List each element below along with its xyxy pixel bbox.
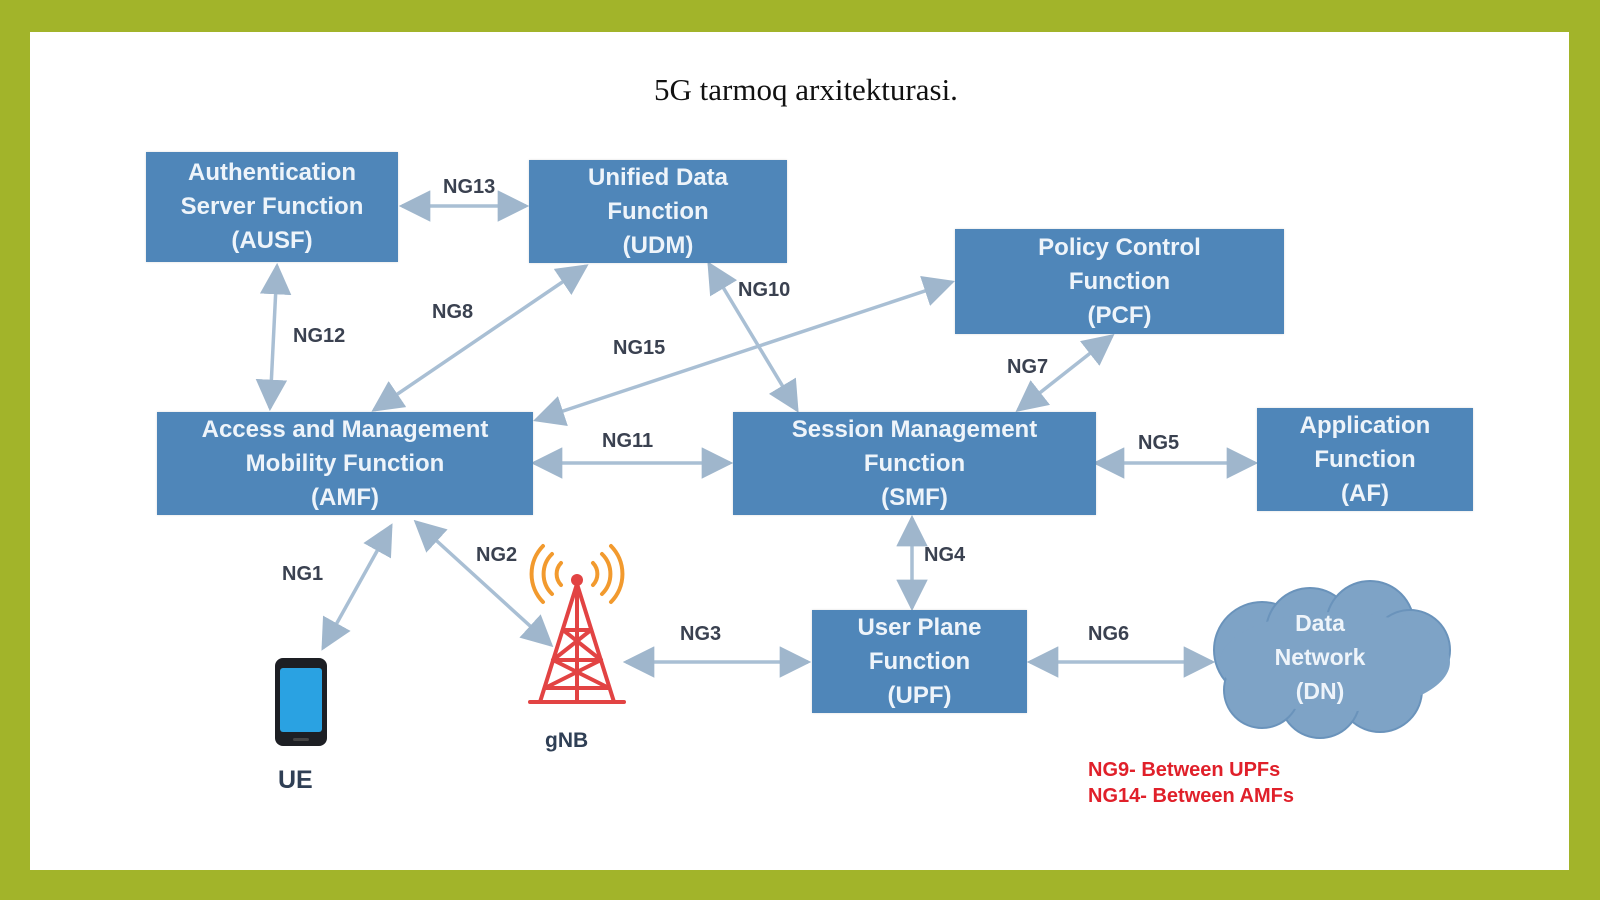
upf-line-1: User Plane (857, 613, 982, 641)
link-ng15 (533, 275, 955, 427)
smf-line-1: Session Management (791, 415, 1038, 443)
udm-line-3: (UDM) (622, 231, 694, 259)
udm-line-2: Function (607, 197, 709, 225)
link-ng7 (1015, 334, 1115, 412)
label-ng8: NG8 (432, 301, 474, 323)
label-ng5: NG5 (1138, 432, 1180, 454)
note-ng9: NG9- Between UPFs (1088, 759, 1281, 781)
page-title: 5G tarmoq arxitekturasi. (654, 72, 958, 107)
ausf-line-3: (AUSF) (231, 227, 313, 254)
label-ng4: NG4 (924, 544, 966, 566)
label-ng13: NG13 (443, 176, 496, 198)
link-ng1 (321, 523, 393, 651)
udm-box: Unified Data Function (UDM) (529, 160, 787, 263)
gnb-label: gNB (545, 729, 589, 752)
link-ng12 (255, 262, 292, 412)
upf-line-2: Function (868, 647, 971, 675)
af-line-3: (AF) (1341, 479, 1389, 507)
label-ng2: NG2 (476, 544, 518, 566)
smartphone-icon (275, 658, 327, 746)
cloud-line-1: Data (1295, 610, 1345, 636)
pcf-line-2: Function (1068, 267, 1171, 295)
ausf-line-1: Authentication (188, 159, 356, 186)
af-box: Application Function (AF) (1257, 408, 1473, 511)
tower-top-icon (571, 574, 583, 586)
legend-notes: NG9- Between UPFs NG14- Between AMFs (1088, 757, 1294, 809)
pcf-line-3: (PCF) (1087, 301, 1152, 329)
ausf-box: Authentication Server Function (AUSF) (146, 152, 398, 262)
ausf-line-2: Server Function (180, 193, 364, 220)
note-ng14: NG14- Between AMFs (1088, 785, 1294, 807)
pcf-line-1: Policy Control (1038, 233, 1201, 261)
cloud-icon (1213, 580, 1451, 739)
link-ng8 (371, 264, 589, 412)
pcf-box: Policy Control Function (PCF) (955, 229, 1284, 334)
data-network-label: Data Network (DN) (1240, 606, 1400, 708)
amf-line-2: Mobility Function (245, 449, 445, 477)
label-ng1: NG1 (282, 563, 324, 585)
label-ng15: NG15 (613, 337, 666, 359)
label-ng6: NG6 (1088, 623, 1130, 645)
label-ng12: NG12 (293, 325, 346, 347)
radio-tower-icon (528, 544, 626, 704)
upf-line-3: (UPF) (887, 681, 952, 709)
upf-box: User Plane Function (UPF) (812, 610, 1027, 713)
smf-box: Session Management Function (SMF) (733, 412, 1096, 515)
amf-line-3: (AMF) (311, 483, 379, 511)
smf-line-2: Function (863, 449, 966, 477)
amf-box: Access and Management Mobility Function … (157, 412, 533, 515)
label-ng11: NG11 (602, 430, 654, 452)
af-line-2: Function (1314, 445, 1416, 473)
cloud-line-3: (DN) (1295, 678, 1345, 704)
label-ng10: NG10 (738, 279, 791, 301)
label-ng7: NG7 (1007, 356, 1049, 378)
af-line-1: Application (1299, 411, 1431, 439)
cloud-line-2: Network (1274, 644, 1366, 670)
udm-line-1: Unified Data (587, 163, 728, 191)
link-ng2 (413, 519, 554, 648)
smf-line-3: (SMF) (881, 483, 948, 511)
amf-line-1: Access and Management (201, 415, 489, 443)
ue-label: UE (278, 766, 313, 794)
label-ng3: NG3 (680, 623, 722, 645)
